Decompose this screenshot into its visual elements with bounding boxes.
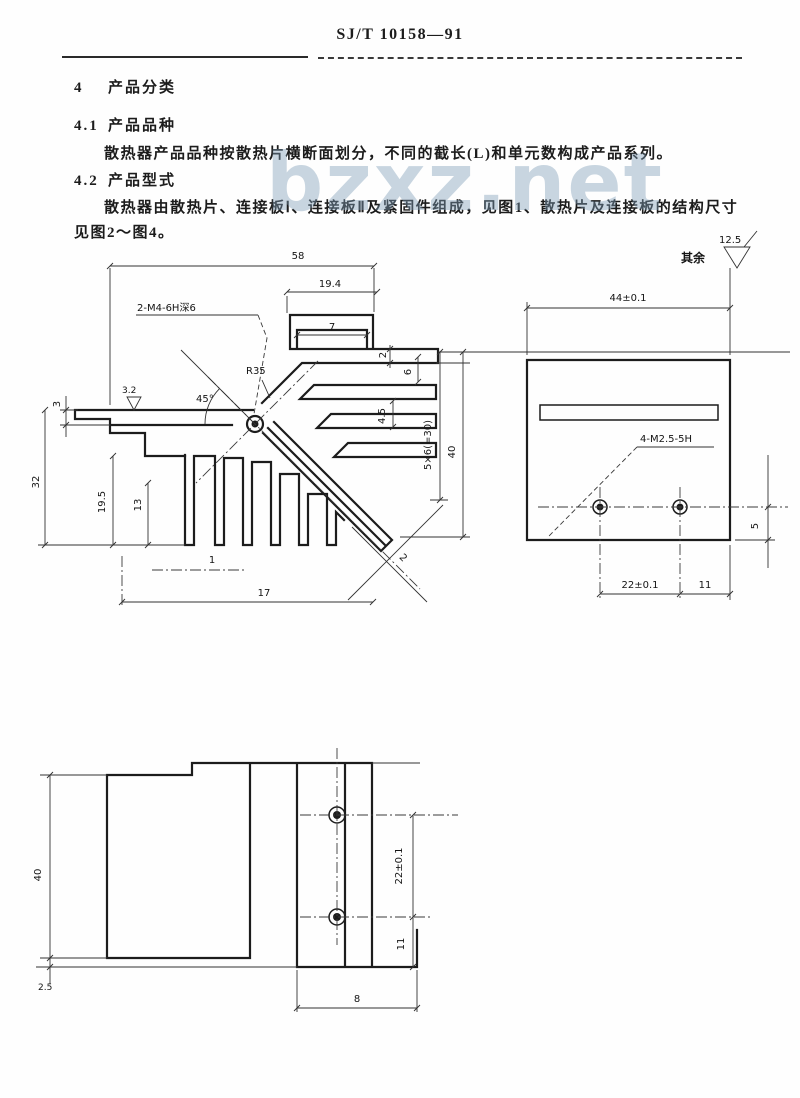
plate-slot [539,404,719,421]
hub-hole-outline [245,414,265,434]
section-4-2-number: 4.2 [74,173,99,189]
surface-finish-note: 其余 12.5 [681,230,758,269]
angle-45: 45° [196,394,214,405]
dim-pitch: 5×6(=30) [423,420,434,470]
plate-centerlines [538,487,788,600]
side-dim-22: 22±0.1 [394,847,405,884]
dim-1: 1 [209,555,215,566]
section-4-2-body-line1: 散热器由散热片、连接板Ⅰ、连接板Ⅱ及紧固件组成，见图1、散热片及连接板的结构尺寸 [104,200,739,216]
section-4-2-title: 产品型式 [108,173,177,189]
dim-3: 3 [52,401,63,407]
dim-19-5: 19.5 [97,491,108,513]
side-hole-bottom-center [333,913,341,921]
side-dim-2-5: 2.5 [38,983,52,993]
dim-5: 5 [750,523,761,529]
right-extension-lines [400,351,790,538]
dim-58-lines [109,265,375,405]
dim-6: 6 [403,369,414,375]
heatsink-base-outline [73,408,255,458]
dim-19-4: 19.4 [319,279,341,290]
section-4-1-number: 4.1 [74,118,99,134]
angle-and-17-lines [122,349,373,603]
callout-leader [253,314,268,415]
heatsink-horizontal-fins [297,383,438,459]
side-centerlines [300,748,458,945]
finish-3-2: 3.2 [122,386,136,396]
side-dim-11: 11 [396,938,407,951]
plate-dim-lines [526,268,775,600]
section-4-1-body: 散热器产品品种按散热片横断面划分，不同的截长(L)和单元数构成产品系列。 [104,146,673,162]
hub-centerlines [195,360,421,590]
heatsink-top-fin-flange [260,313,440,405]
side-view-figure: 40 22±0.1 11 8 2.5 [33,748,458,1012]
side-view-outline [105,761,419,969]
dim-2-fin: 2 [378,352,389,358]
bottom-centerlines [121,556,245,608]
thread-callout: 2-M4-6H深6 [137,302,196,314]
dim-32: 32 [31,476,42,489]
side-dim-lines [36,762,420,1012]
surface-note-prefix: 其余 [681,250,706,265]
plate-outline [525,358,732,542]
radius-r35: R35 [246,366,266,377]
finish-mark-icon [126,396,142,411]
section-4-2-body-line2: 见图2～图4。 [74,225,175,241]
dim-44: 44±0.1 [609,293,646,304]
tick-marks-side-figure [46,771,421,1012]
roughness-symbol-icon [723,230,758,269]
section-4-number: 4 [74,80,84,96]
heatsink-vertical-fins [183,453,346,547]
section-4-heading: 4 产品分类 [74,76,176,97]
tick-marks-plate-figure [523,304,772,598]
standard-number: SJ/T 10158—91 [336,26,464,43]
surface-roughness-value: 12.5 [719,235,741,246]
plate-thread-callout: 4-M2.5-5H [640,434,692,445]
right-dim-lines [389,345,464,537]
connecting-plate-figure: 44±0.1 4-M2.5-5H 22±0.1 11 5 [523,268,788,600]
plate-callout-leader [547,446,638,538]
tick-marks-left-figure [41,262,467,606]
side-dim-8: 8 [354,994,360,1005]
dim-2-diag: 2 [397,552,409,564]
header-rule-solid [62,56,308,58]
dim-11: 11 [699,580,712,591]
section-4-1-title: 产品品种 [108,118,177,134]
header-rule-dashed [318,57,742,59]
heatsink-section-figure: 58 19.4 7 2 6 4.5 5×6(=30) 40 3 32 19.5 … [31,251,790,608]
dim-58: 58 [292,251,305,262]
section-4-2-heading: 4.2 产品型式 [74,169,176,190]
heatsink-diagonal-fin [261,420,394,553]
dim-19-4-lines [286,291,377,336]
diag-dim-lines [261,379,444,603]
side-dim-40: 40 [33,869,44,882]
left-dim-lines [38,396,185,546]
dim-40: 40 [447,446,458,459]
dim-13: 13 [133,499,144,512]
dim-17: 17 [258,588,271,599]
dim-22: 22±0.1 [621,580,658,591]
section-4-1-heading: 4.1 产品品种 [74,114,176,135]
section-4-title: 产品分类 [108,80,177,96]
dim-4-5: 4.5 [377,408,388,424]
dim-7: 7 [329,322,335,333]
